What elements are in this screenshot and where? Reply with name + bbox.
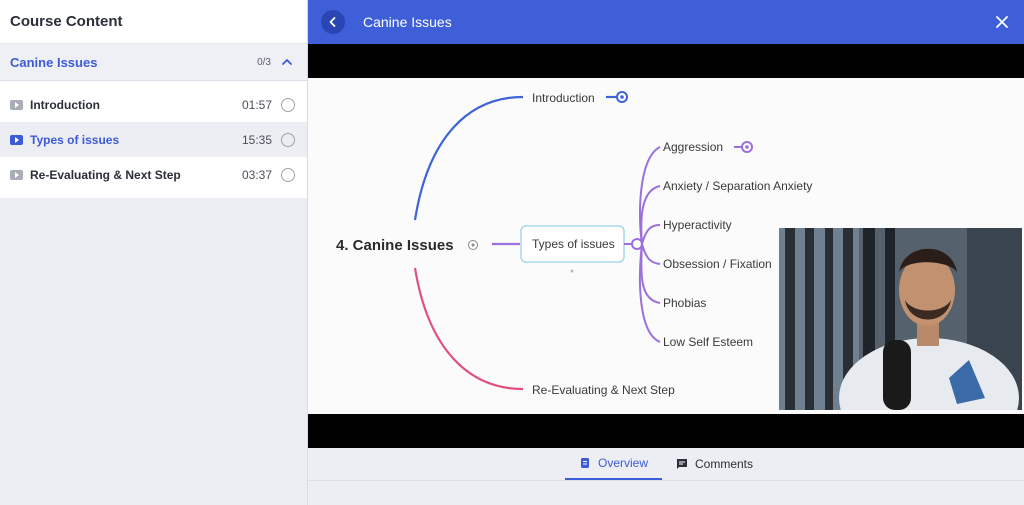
player-title: Canine Issues [363,14,452,30]
sidebar-header: Course Content [0,0,307,44]
play-icon [10,169,23,180]
tab-label: Overview [597,456,648,470]
tab-overview[interactable]: Overview [564,448,662,480]
webcam-overlay [779,228,1022,410]
lesson-duration: 01:57 [241,97,272,112]
play-icon [10,134,23,145]
mindmap-branch-introduction: Introduction [532,91,595,105]
player-topbar: Canine Issues [308,0,1024,44]
mindmap-item-hyperactivity: Hyperactivity [663,218,732,232]
completion-checkbox[interactable] [281,167,295,182]
lesson-title: Types of issues [30,132,120,147]
comment-icon [676,458,688,470]
lesson-item[interactable]: Types of issues 15:35 [0,122,307,157]
mindmap-item-anxiety: Anxiety / Separation Anxiety [663,179,812,193]
course-sidebar: Course Content Canine Issues 0/3 Introdu… [0,0,308,505]
tab-comments[interactable]: Comments [662,448,767,480]
mindmap-item-aggression: Aggression [663,140,723,154]
document-icon [579,457,591,469]
presenter-video-image [779,228,1022,410]
lesson-duration: 15:35 [241,132,272,147]
lesson-item[interactable]: Re-Evaluating & Next Step 03:37 [0,157,307,192]
mindmap-slide: 4. Canine Issues Introduction Types of i… [308,78,1024,414]
video-player[interactable]: 4. Canine Issues Introduction Types of i… [308,44,1024,448]
lesson-list: Introduction 01:57 Types of issues 15:35… [0,81,307,198]
section-progress: 0/3 [257,56,271,68]
lesson-duration: 03:37 [241,167,272,182]
back-button[interactable] [321,10,345,34]
lesson-item[interactable]: Introduction 01:57 [0,87,307,122]
mindmap-branch-types: Types of issues [532,237,615,251]
completion-checkbox[interactable] [281,132,295,147]
mindmap-branch-reevaluating: Re-Evaluating & Next Step [532,383,675,397]
tab-label: Comments [695,457,754,471]
content-tabs-area: Overview Comments [308,448,1024,505]
section-title: Canine Issues [10,54,98,70]
sidebar-title: Course Content [10,13,123,30]
play-icon [10,99,23,110]
lesson-title: Introduction [30,97,100,112]
player-panel: Canine Issues [308,0,1024,505]
completion-checkbox[interactable] [281,97,295,112]
mindmap-item-obsession: Obsession / Fixation [663,257,772,271]
chevron-up-icon[interactable] [281,56,293,68]
mindmap-diagram: 4. Canine Issues Introduction Types of i… [336,91,812,397]
mindmap-item-phobias: Phobias [663,296,706,310]
mindmap-root: 4. Canine Issues [336,237,454,254]
chevron-left-icon [329,17,336,27]
mindmap-item-self-esteem: Low Self Esteem [663,335,753,349]
content-tabs: Overview Comments [308,448,1024,481]
close-icon [996,16,1008,28]
section-header-canine-issues[interactable]: Canine Issues 0/3 [0,44,307,81]
lesson-title: Re-Evaluating & Next Step [30,167,181,182]
close-button[interactable] [992,12,1012,32]
